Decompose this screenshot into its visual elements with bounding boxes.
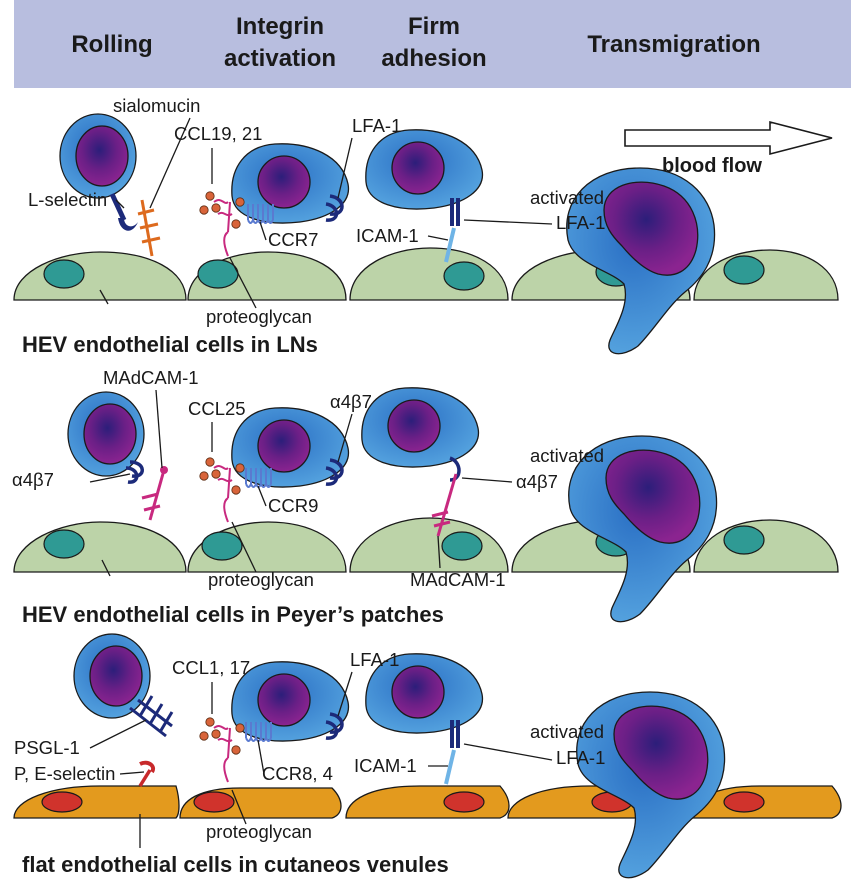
lymphocyte-activating-pp [231, 407, 350, 488]
panel-pp [13, 387, 839, 623]
lymphocyte-rolling [59, 113, 137, 199]
label-skin-chemokine-receptor: CCR8, 4 [262, 763, 333, 784]
label-skin-proteoglycan: proteoglycan [206, 821, 312, 842]
label-ln-ligand: ICAM-1 [356, 225, 419, 246]
label-ln-chemokine-receptor: CCR7 [268, 229, 318, 250]
label-ln-activated-integrin: LFA-1 [556, 212, 605, 233]
panel-title-ln: HEV endothelial cells in LNs [22, 332, 318, 357]
panel-skin [13, 633, 842, 879]
endothelium-ln [13, 247, 839, 301]
label-skin-rolling-receptor: P, E-selectin [14, 763, 115, 784]
blood-flow-label: blood flow [662, 155, 762, 177]
label-ln-proteoglycan: proteoglycan [206, 306, 312, 327]
label-ln-chemokine: CCL19, 21 [174, 123, 262, 144]
label-skin-activated-integrin: LFA-1 [556, 747, 605, 768]
label-skin-integrin: LFA-1 [350, 649, 399, 670]
stage-transmigration-title: Transmigration [587, 31, 760, 58]
label-ln-adhesin: sialomucin [113, 95, 200, 116]
lymphocyte-adhered-pp [361, 387, 480, 468]
lymphocyte-activating [231, 143, 350, 224]
label-pp-proteoglycan: proteoglycan [208, 569, 314, 590]
label-pp-activated-integrin: α4β7 [516, 471, 558, 492]
label-skin-ligand: ICAM-1 [354, 755, 417, 776]
stage-rolling-title: Rolling [71, 31, 152, 58]
label-skin-adhesin: PSGL-1 [14, 737, 80, 758]
label-pp-chemokine-receptor: CCR9 [268, 495, 318, 516]
label-pp-activated: activated [530, 445, 604, 466]
label-ln-rolling-receptor: L-selectin [28, 189, 107, 210]
blood-flow-arrow-icon [624, 120, 833, 156]
label-ln-integrin: LFA-1 [352, 115, 401, 136]
stage-firm-title-line2: adhesion [381, 45, 486, 72]
lymphocyte-transmigrating-skin [576, 691, 726, 879]
label-pp-chemokine: CCL25 [188, 398, 246, 419]
stage-integrin-title-line2: activation [224, 45, 336, 72]
header-band [14, 0, 851, 88]
label-skin-chemokine: CCL1, 17 [172, 657, 250, 678]
stage-firm-title-line1: Firm [408, 13, 460, 40]
panel-title-pp: HEV endothelial cells in Peyer’s patches [22, 602, 444, 627]
label-skin-activated: activated [530, 721, 604, 742]
label-pp-rolling-receptor: α4β7 [12, 469, 54, 490]
panel-title-skin: flat endothelial cells in cutaneos venul… [22, 852, 449, 877]
label-pp-adhesin: MAdCAM-1 [103, 367, 199, 388]
label-ln-activated: activated [530, 187, 604, 208]
stage-integrin-title-line1: Integrin [236, 13, 324, 40]
lymphocyte-adhered [365, 129, 484, 210]
lymphocyte-rolling-skin [73, 633, 151, 719]
label-pp-ligand: MAdCAM-1 [410, 569, 506, 590]
label-pp-integrin: α4β7 [330, 391, 372, 412]
panel-ln [13, 113, 839, 355]
